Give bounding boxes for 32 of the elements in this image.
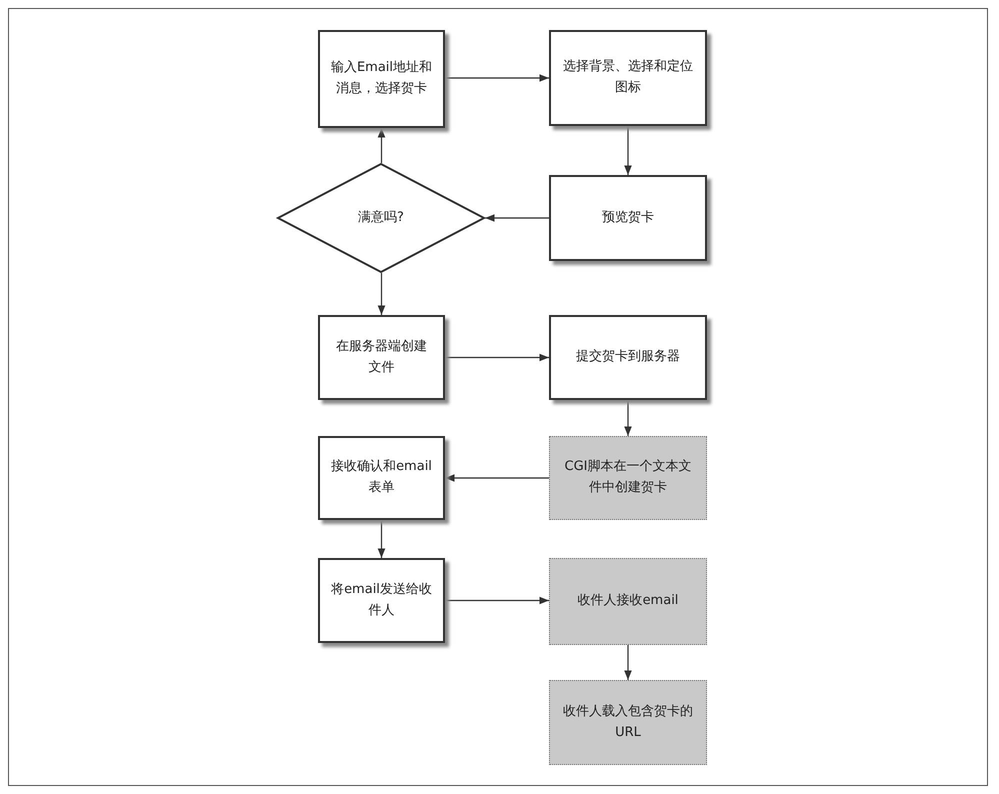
step-label: CGI脚本在一个文本文件中创建贺卡 (564, 458, 692, 497)
step-label: 收件人载入包含贺卡的URL (562, 702, 694, 742)
process-box (318, 30, 445, 128)
arrow (445, 74, 549, 82)
process-box (549, 436, 707, 520)
arrow (445, 596, 549, 604)
process-box (549, 315, 707, 400)
arrow (445, 354, 549, 362)
arrow (378, 520, 386, 558)
step-label: 选择背景、选择和定位图标 (562, 58, 694, 97)
step-label: 收件人接收email (578, 592, 678, 610)
arrow (624, 645, 632, 680)
step-label: 输入Email地址和消息，选择贺卡 (330, 59, 433, 98)
arrow (445, 474, 549, 482)
process-box (318, 436, 445, 520)
process-box (549, 558, 707, 645)
arrow (624, 400, 632, 436)
step-label: 接收确认和email表单 (330, 458, 433, 497)
process-box (318, 315, 445, 400)
arrow (485, 214, 549, 222)
process-box (549, 175, 707, 261)
step-label: 将email发送给收件人 (330, 580, 433, 620)
step-label: 满意吗? (358, 208, 404, 227)
process-box (549, 680, 707, 765)
arrow (378, 128, 386, 163)
process-box (549, 30, 707, 126)
step-label: 预览贺卡 (602, 208, 654, 227)
process-box (318, 558, 445, 643)
arrow (624, 126, 632, 175)
arrow (378, 273, 386, 315)
step-label: 在服务器端创建文件 (335, 338, 428, 376)
step-label: 提交贺卡到服务器 (576, 348, 680, 366)
